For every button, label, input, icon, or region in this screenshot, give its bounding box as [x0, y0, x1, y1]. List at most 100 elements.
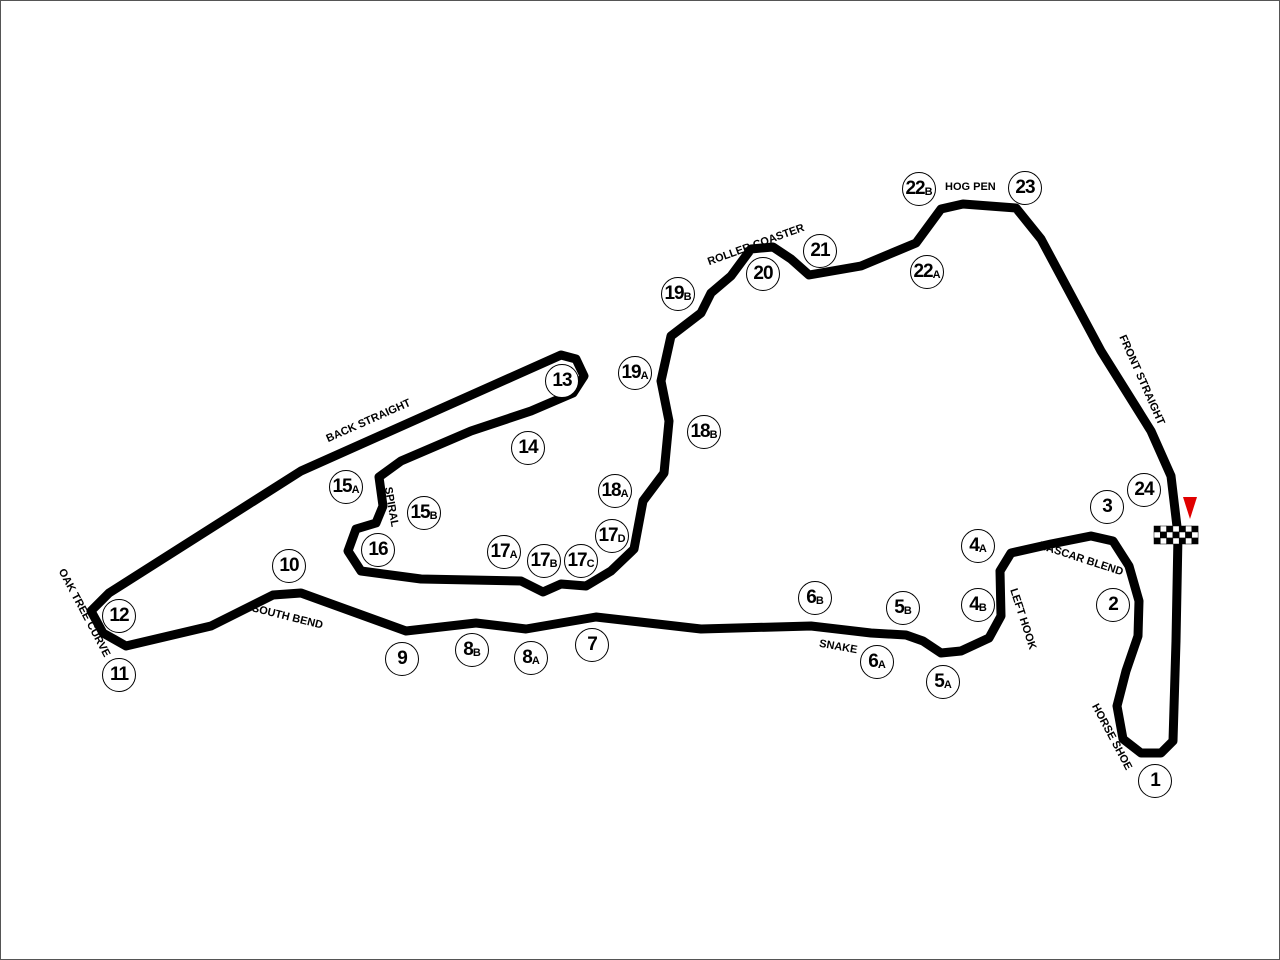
- checkered-flag-square: [1185, 525, 1193, 533]
- turn-marker: 23: [1008, 171, 1042, 205]
- turn-suffix: B: [709, 429, 718, 441]
- turn-marker: 2: [1096, 588, 1130, 622]
- turn-suffix: B: [924, 186, 933, 198]
- checkered-flag-square: [1166, 531, 1174, 539]
- turn-number: 8: [522, 647, 533, 668]
- turn-suffix: B: [549, 558, 558, 570]
- turn-number: 17: [567, 550, 587, 571]
- turn-marker: 11: [102, 658, 136, 692]
- checkered-flag-square: [1191, 531, 1199, 539]
- turn-number: 1: [1150, 770, 1161, 791]
- turn-marker: 13: [545, 364, 579, 398]
- turn-number: 12: [109, 605, 129, 626]
- turn-number: 23: [1015, 177, 1035, 198]
- turn-number: 7: [587, 634, 598, 655]
- turn-number: 8: [463, 639, 474, 660]
- turn-number: 20: [753, 263, 773, 284]
- turn-marker: 1: [1138, 764, 1172, 798]
- turn-number: 5: [894, 597, 905, 618]
- turn-suffix: B: [683, 291, 692, 303]
- checkered-flag-square: [1172, 525, 1180, 533]
- turn-number: 18: [690, 421, 710, 442]
- turn-marker: 12: [102, 599, 136, 633]
- checkered-flag-square: [1153, 537, 1161, 545]
- turn-marker: 7: [575, 628, 609, 662]
- turn-number: 15: [332, 476, 352, 497]
- turn-number: 15: [410, 502, 430, 523]
- turn-marker: 21: [803, 234, 837, 268]
- checkered-flag-square: [1178, 537, 1186, 545]
- turn-suffix: A: [640, 370, 649, 382]
- turn-number: 21: [810, 240, 830, 261]
- turn-suffix: A: [509, 549, 518, 561]
- turn-suffix: A: [877, 659, 886, 671]
- turn-number: 11: [109, 664, 129, 685]
- turn-number: 19: [621, 362, 641, 383]
- turn-number: 17: [490, 541, 510, 562]
- checkered-flag-square: [1191, 537, 1199, 545]
- turn-number: 10: [279, 555, 299, 576]
- turn-marker: 10: [272, 549, 306, 583]
- turn-number: 5: [934, 671, 945, 692]
- turn-number: 3: [1102, 496, 1113, 517]
- checkered-flag-square: [1172, 537, 1180, 545]
- turn-number: 9: [397, 648, 408, 669]
- turn-number: 24: [1134, 479, 1154, 500]
- turn-suffix: C: [586, 558, 595, 570]
- checkered-flag-square: [1178, 531, 1186, 539]
- turn-suffix: A: [978, 543, 987, 555]
- turn-number: 6: [806, 587, 817, 608]
- turn-suffix: B: [472, 647, 481, 659]
- turn-marker: 14: [511, 431, 545, 465]
- turn-suffix: B: [978, 602, 987, 614]
- turn-number: 2: [1108, 594, 1119, 615]
- turn-suffix: A: [531, 655, 540, 667]
- turn-number: 17: [598, 525, 618, 546]
- turn-number: 19: [664, 283, 684, 304]
- checkered-flag-square: [1166, 537, 1174, 545]
- checkered-flag-square: [1153, 525, 1161, 533]
- turn-suffix: B: [815, 595, 824, 607]
- turn-marker: 16: [361, 533, 395, 567]
- checkered-flag-square: [1178, 525, 1186, 533]
- turn-suffix: A: [351, 484, 360, 496]
- turn-marker: 24: [1127, 473, 1161, 507]
- checkered-flag-square: [1160, 537, 1167, 545]
- turn-marker: 3: [1090, 490, 1124, 524]
- turn-number: 22: [905, 178, 925, 199]
- start-finish-line: [1153, 525, 1199, 545]
- label-hog-pen: HOG PEN: [945, 181, 996, 193]
- turn-number: 6: [868, 651, 879, 672]
- checkered-flag-square: [1160, 531, 1167, 539]
- turn-marker: 9: [385, 642, 419, 676]
- checkered-flag-square: [1160, 525, 1167, 533]
- turn-suffix: B: [903, 605, 912, 617]
- turn-marker: 20: [746, 257, 780, 291]
- turn-number: 4: [969, 535, 980, 556]
- checkered-flag-square: [1166, 525, 1174, 533]
- checkered-flag-square: [1191, 525, 1199, 533]
- turn-suffix: B: [429, 510, 438, 522]
- turn-number: 14: [518, 437, 538, 458]
- checkered-flag-square: [1185, 531, 1193, 539]
